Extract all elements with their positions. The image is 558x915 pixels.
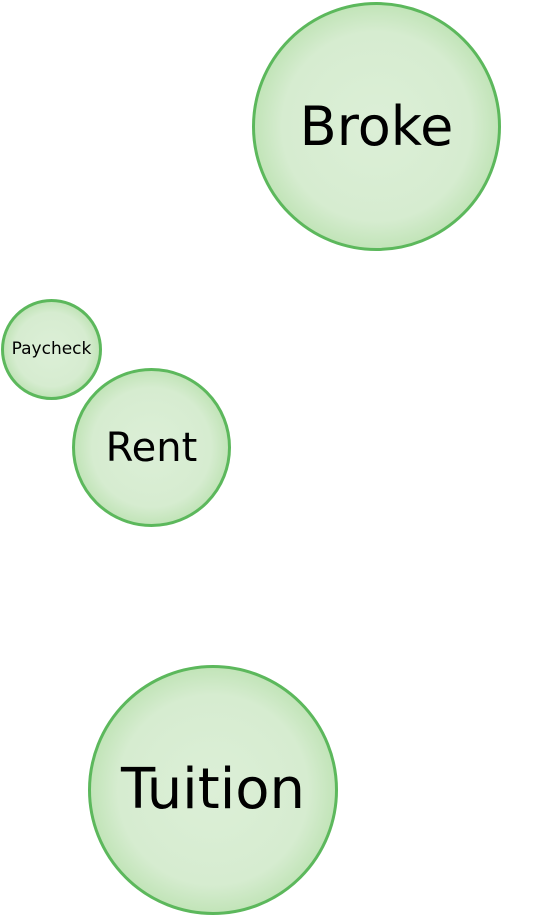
bubble-label-paycheck: Paycheck [11,339,92,359]
bubble-label-rent: Rent [105,424,198,471]
bubble-label-tuition: Tuition [120,757,306,822]
bubble-label-broke: Broke [299,94,454,158]
bubble-tuition: Tuition [88,665,338,915]
bubble-paycheck: Paycheck [1,299,102,400]
bubble-broke: Broke [252,2,501,251]
bubble-rent: Rent [72,368,231,527]
